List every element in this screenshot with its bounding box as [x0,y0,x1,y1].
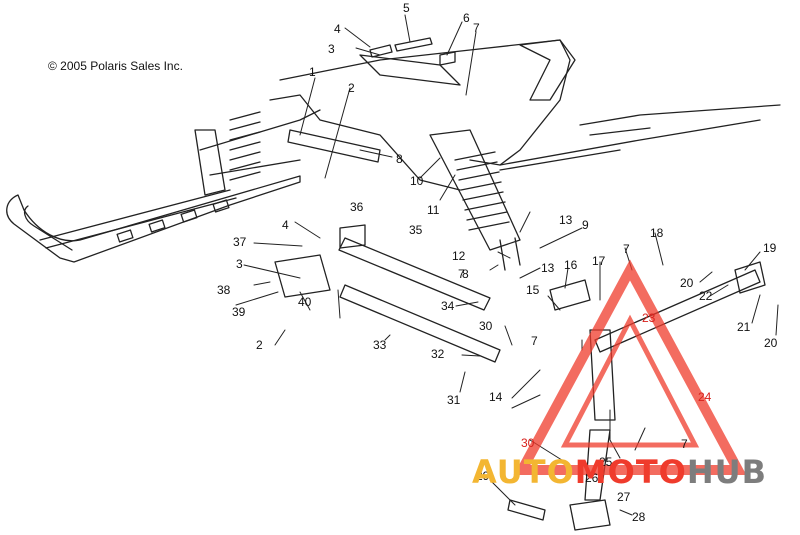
watermark-hub: HUB [686,453,768,491]
callout-label: 11 [427,203,440,217]
watermark-logo [513,259,747,475]
callout-label: 13 [541,261,555,275]
ski-slot [180,209,198,223]
callout-label: 23 [642,311,656,325]
callout-label: 28 [632,510,646,524]
watermark-text: AUTOMOTOHUB [472,456,767,488]
callout-label: 13 [559,213,573,227]
chassis-side [269,94,461,191]
ski-arm [199,109,321,176]
callout-label: 39 [232,305,246,319]
callout-label: 4 [282,218,289,232]
callout-label: 3 [236,257,243,271]
callout-label: 10 [410,174,424,188]
bracket-39 [274,254,331,298]
bolt-5 [394,37,433,52]
callout-label: 2 [348,81,355,95]
leader-lines [235,14,779,516]
callout-label: 36 [350,200,364,214]
ski-slot [148,219,166,233]
callout-label: 2 [256,338,263,352]
bushing-4 [369,44,393,58]
callout-label: 16 [564,258,578,272]
callout-label: 29 [476,469,490,483]
steering-shaft [584,429,611,501]
callout-label: 7 [473,21,480,35]
callout-label: 5 [403,1,410,15]
shock-rod [499,237,521,271]
shock-body [429,129,521,251]
watermark-triangle-inner [560,314,700,448]
rod-32 [339,284,501,363]
callout-label: 8 [462,267,469,281]
rod-34 [338,237,491,311]
diagram-line-art [6,14,781,531]
ski-bar [39,189,237,249]
tie-rod-end-18 [734,261,766,294]
callout-label: 3 [328,42,335,56]
callout-label: 7 [531,334,538,348]
callout-labels: 1 2 2 3 3 4 4 5 6 7 7 7 7 7 8 8 9 10 11 … [217,1,778,524]
chassis-rail [499,119,761,171]
callout-label: 7 [623,242,630,256]
callout-label: 35 [409,223,423,237]
shock-spring [454,151,510,231]
callout-label: 21 [737,320,751,334]
callout-label: 7 [458,267,465,281]
callout-label: 9 [582,218,589,232]
callout-label: 17 [592,254,606,268]
callout-label: 15 [526,283,540,297]
callout-label: 34 [441,299,455,313]
callout-label: 14 [489,390,503,404]
chassis-top [279,39,571,166]
ski-inner [23,205,73,251]
callout-label: 40 [298,295,312,309]
ski-outline [6,175,301,263]
spindle-base [569,499,611,531]
callout-label: 31 [447,393,461,407]
pivot-6 [439,51,456,66]
callout-label: 33 [373,338,387,352]
copyright-notice: © 2005 Polaris Sales Inc. [48,59,183,73]
ski-slot [212,199,230,213]
plate-1 [287,129,381,163]
callout-label: 25 [599,455,613,469]
callout-label: 37 [233,235,247,249]
callout-label: 18 [650,226,664,240]
callout-label: 19 [763,241,777,255]
callout-label: 26 [585,471,599,485]
callout-label: 7 [681,437,688,451]
callout-label: 22 [699,289,713,303]
callout-label: 32 [431,347,445,361]
tie-rod [594,269,761,353]
watermark-auto: AUTO [472,453,575,491]
ski-slot [116,229,134,243]
callout-label: 4 [334,22,341,36]
callout-label: 20 [764,336,778,350]
watermark-triangle-outer [513,259,747,475]
rear-rail [579,104,781,136]
callout-label: 24 [698,390,712,404]
callout-label: 30 [521,436,535,450]
sleeve-28 [507,499,546,521]
callout-label: 38 [217,283,231,297]
bracket-15 [549,279,591,311]
watermark-moto: MOTO [574,453,687,491]
callout-label: 27 [617,490,631,504]
upper-arm-3 [359,54,461,86]
callout-label: 8 [396,152,403,166]
callout-label: 1 [309,65,316,79]
bracket-35 [339,224,366,249]
callout-label: 12 [452,249,466,263]
callout-label: 20 [680,276,694,290]
bumper [519,39,576,101]
callout-label: 30 [479,319,493,333]
ski-spindle [194,129,226,196]
callout-label: 6 [463,11,470,25]
